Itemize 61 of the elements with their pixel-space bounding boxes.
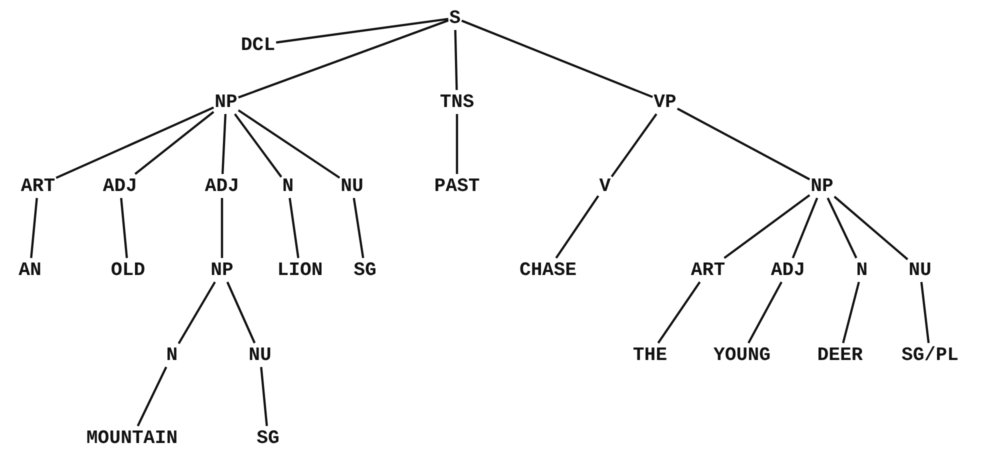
tree-label: N — [855, 258, 869, 282]
tree-label: THE — [632, 343, 668, 367]
tree-label: DEER — [816, 343, 864, 367]
tree-branch — [724, 194, 810, 259]
tree-branch — [454, 30, 458, 90]
tree-label: ADJ — [770, 258, 806, 282]
tree-label: YOUNG — [712, 343, 772, 367]
tree-branch — [260, 366, 268, 426]
tree-label: ART — [20, 174, 56, 198]
tree-label: OLD — [110, 258, 146, 282]
tree-branch — [238, 19, 449, 98]
tree-label: NU — [340, 174, 364, 198]
tree-label: NP — [214, 90, 238, 114]
tree-label: S — [448, 6, 462, 30]
tree-branch — [234, 113, 282, 178]
tree-label: ADJ — [204, 174, 240, 198]
tree-label: DCL — [240, 33, 276, 57]
tree-label: NP — [810, 174, 834, 198]
tree-label: ADJ — [102, 174, 138, 198]
tree-branch — [842, 282, 860, 344]
tree-label: SG/PL — [900, 343, 960, 367]
tree-branch — [555, 195, 600, 259]
tree-branch — [56, 106, 214, 179]
tree-branch — [657, 281, 701, 344]
tree-label: AN — [18, 258, 42, 282]
tree-label: NU — [908, 258, 932, 282]
tree-branch — [288, 198, 300, 258]
tree-label: SG — [256, 426, 280, 450]
tree-label: V — [598, 174, 612, 198]
tree-label: NP — [210, 258, 234, 282]
tree-branch — [221, 114, 227, 174]
tree-branch — [461, 20, 653, 98]
tree-branch — [276, 18, 448, 44]
tree-branch — [676, 108, 810, 180]
tree-branch — [792, 198, 818, 258]
tree-label: N — [165, 343, 179, 367]
tree-branch — [120, 198, 128, 258]
tree-branch — [352, 198, 364, 258]
tree-branch — [920, 282, 930, 344]
tree-branch — [238, 109, 340, 179]
tree-label: PAST — [433, 174, 481, 198]
tree-branch — [748, 281, 782, 344]
tree-branch — [30, 198, 38, 258]
tree-branch — [834, 196, 908, 260]
tree-label: LION — [276, 258, 324, 282]
tree-branch — [226, 282, 256, 344]
tree-label: ART — [690, 258, 726, 282]
tree-branch — [136, 366, 168, 426]
tree-label: VP — [652, 90, 678, 114]
tree-branch — [178, 281, 216, 344]
tree-branch — [610, 113, 658, 178]
tree-label: TNS — [438, 90, 476, 114]
tree-branch — [456, 114, 458, 174]
tree-branch — [134, 110, 214, 175]
tree-branch — [220, 198, 224, 258]
tree-label: CHASE — [518, 258, 578, 282]
tree-branch — [826, 198, 858, 258]
tree-label: SG — [352, 258, 378, 282]
tree-label: N — [281, 174, 295, 198]
tree-label: NU — [248, 343, 272, 367]
tree-label: MOUNTAIN — [85, 426, 179, 450]
